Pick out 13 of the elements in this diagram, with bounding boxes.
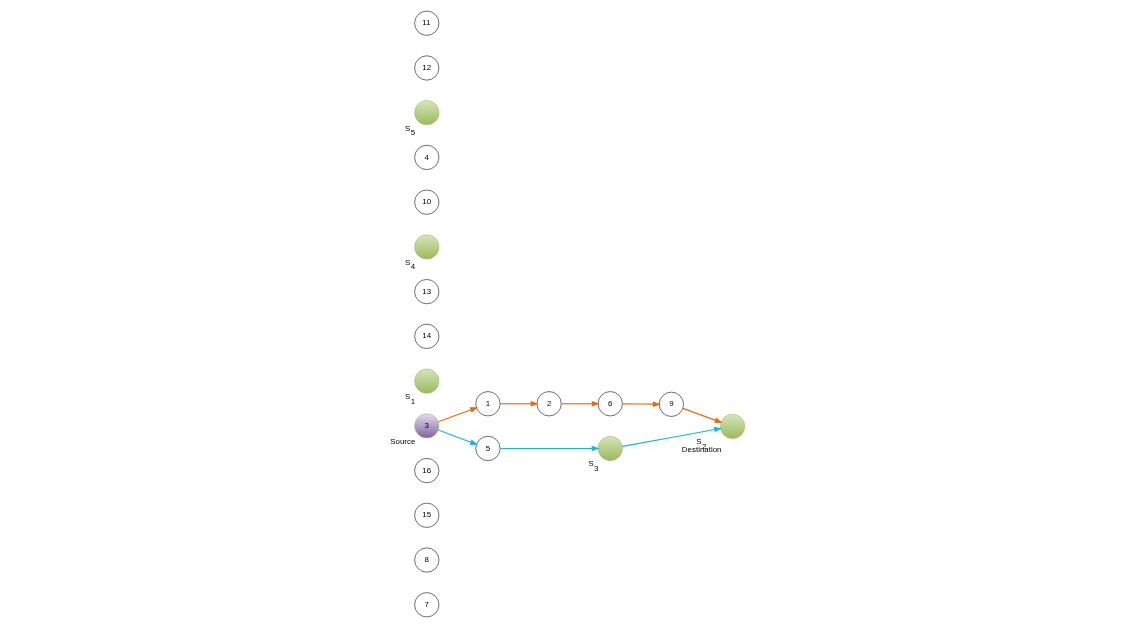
node-circle [413, 368, 439, 394]
arrow [499, 445, 600, 452]
arrow [499, 400, 539, 407]
arrow [560, 400, 600, 407]
node-circle [413, 234, 439, 260]
arrow [437, 429, 478, 445]
arrow [681, 407, 723, 423]
arrow [621, 401, 661, 407]
arrow [437, 407, 478, 423]
node-circle [413, 100, 439, 126]
node-circle [719, 413, 745, 439]
node-circle [597, 436, 623, 461]
arrow [621, 426, 722, 447]
